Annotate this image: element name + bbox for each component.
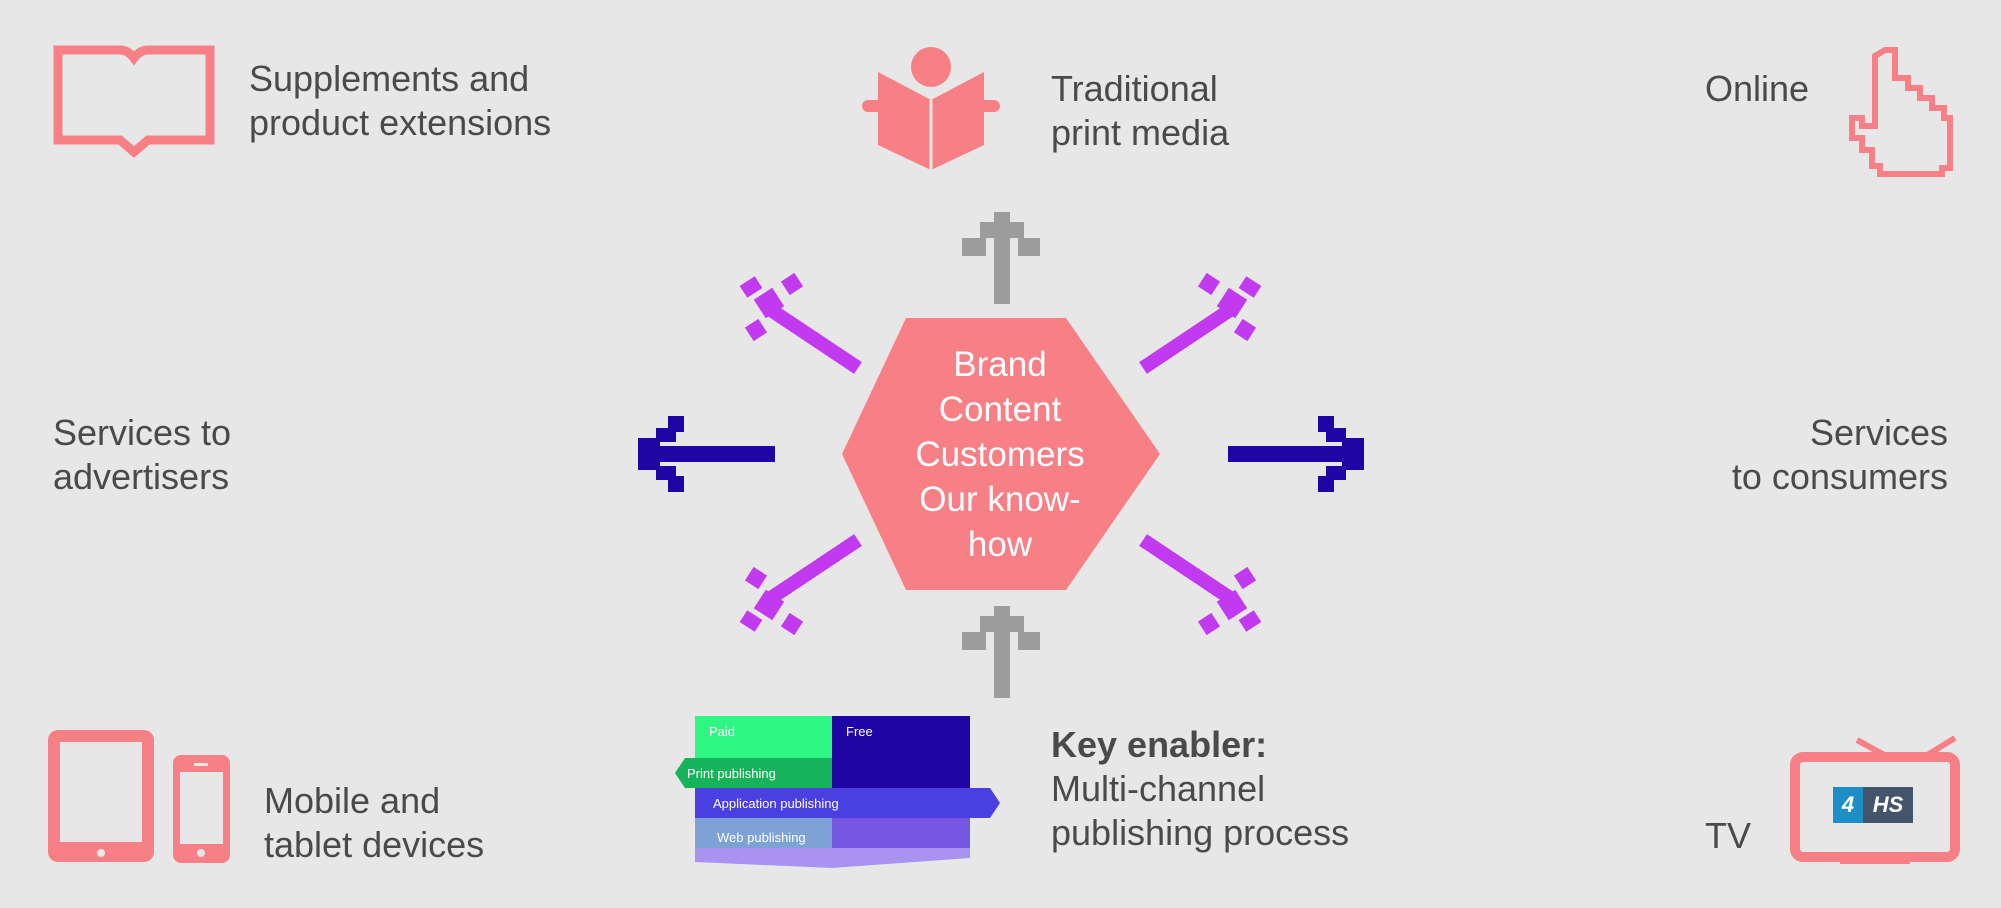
tv-logo-letters: HS [1863, 787, 1913, 823]
free-column [832, 716, 970, 788]
free-label: Free [846, 724, 873, 739]
traditional-line-1: Traditional [1051, 68, 1218, 109]
application-publishing-label: Application publishing [713, 796, 839, 811]
publishing-chart [675, 716, 1000, 868]
arrow-right [1228, 416, 1364, 492]
center-line-3: Customers [915, 435, 1085, 474]
arrow-diag-upper-left [739, 272, 862, 374]
arrow-diag-lower-left [739, 534, 862, 636]
web-publishing-bar-paid [695, 818, 832, 848]
key-enabler-line-2: publishing process [1051, 812, 1350, 853]
mobile-line-2: tablet devices [264, 824, 485, 865]
services-advertisers-label: Services to advertisers [53, 411, 231, 499]
tv-icon [1790, 735, 1960, 864]
phone-icon [173, 755, 230, 863]
supplements-line-1: Supplements and [249, 58, 530, 99]
mobile-tablet-label: Mobile and tablet devices [264, 779, 484, 867]
center-hexagon [842, 318, 1160, 590]
center-line-5: how [967, 525, 1033, 564]
traditional-line-2: print media [1051, 112, 1230, 153]
services-consumers-line-1: Services [1809, 412, 1948, 453]
book-icon [53, 45, 215, 158]
paid-label: Paid [709, 724, 736, 739]
web-publishing-bar-free [832, 818, 970, 848]
tv-label: TV [1705, 815, 1752, 856]
pointer-hand-icon [1849, 47, 1953, 177]
services-consumers-label: Services to consumers [1732, 411, 1948, 499]
web-publishing-base [695, 848, 970, 868]
services-advertisers-line-1: Services to [53, 412, 232, 453]
online-label: Online [1705, 68, 1810, 109]
arrow-left [638, 416, 775, 492]
traditional-print-label: Traditional print media [1051, 67, 1229, 155]
application-publishing-bar [695, 788, 1000, 818]
center-hexagon-text: Brand Content Customers Our know- how [880, 342, 1120, 567]
services-advertisers-line-2: advertisers [53, 456, 230, 497]
key-enabler-line-1: Multi-channel [1051, 768, 1266, 809]
arrow-diag-lower-right [1139, 534, 1262, 636]
print-publishing-bar [675, 758, 832, 788]
supplements-label: Supplements and product extensions [249, 57, 551, 145]
mobile-line-1: Mobile and [264, 780, 441, 821]
services-consumers-line-2: to consumers [1731, 456, 1948, 497]
arrow-up-bottom [962, 606, 1040, 698]
web-publishing-label: Web publishing [717, 830, 806, 845]
key-enabler-title: Key enabler: [1051, 724, 1268, 765]
reader-icon [862, 47, 1000, 170]
key-enabler-label: Key enabler: Multi-channel publishing pr… [1051, 723, 1349, 855]
tv-logo-number: 4 [1833, 787, 1863, 823]
arrow-up-top [962, 212, 1040, 304]
print-publishing-label: Print publishing [687, 766, 776, 781]
center-line-2: Content [938, 390, 1062, 429]
center-line-4: Our know- [919, 480, 1081, 519]
tv-channel-logo: 4 HS [1833, 787, 1913, 823]
paid-column [695, 716, 832, 758]
supplements-line-2: product extensions [249, 102, 552, 143]
center-line-1: Brand [953, 345, 1047, 384]
arrow-diag-upper-right [1139, 272, 1262, 374]
tablet-icon [48, 730, 154, 862]
